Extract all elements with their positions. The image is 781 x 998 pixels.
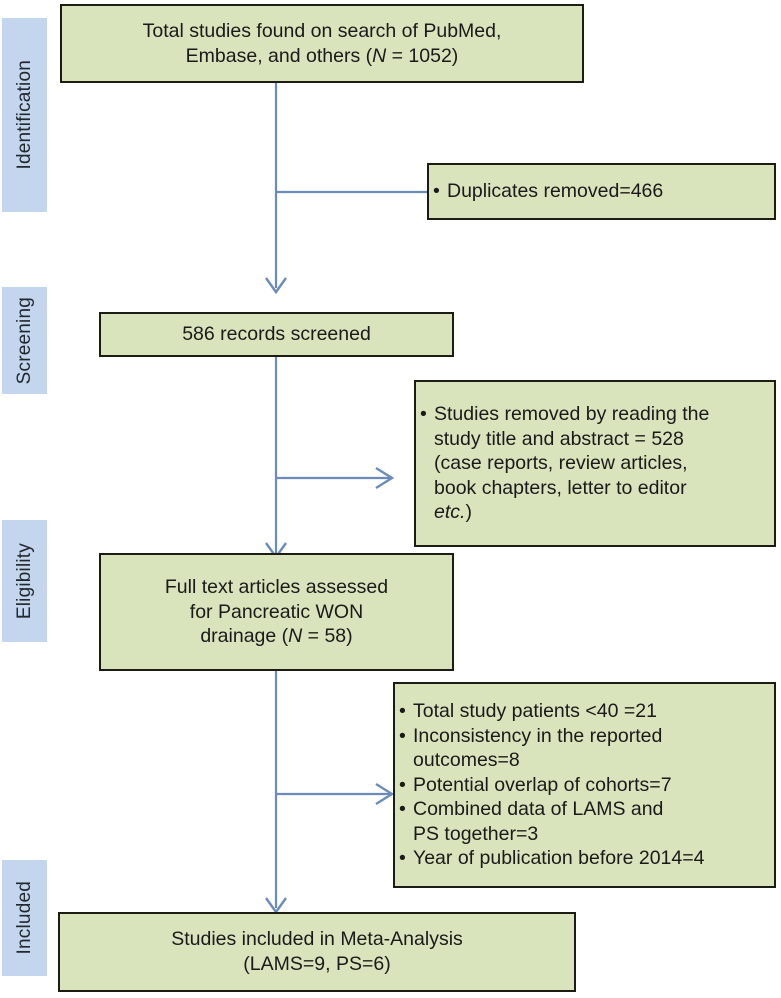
eligibility-exclusion-bullet-list: Total study patients <40 =21 Inconsisten… [395, 699, 774, 871]
list-item: Combined data of LAMS and PS together=3 [399, 797, 774, 846]
eligibility-exclusion-2-line-1: Inconsistency in the reported [413, 724, 663, 747]
arrowhead-down-screened [265, 277, 287, 295]
fulltext-line-3-pre: drainage ( [200, 625, 289, 648]
identified-line-2-pre: Embase, and others ( [185, 44, 373, 67]
fulltext-line-1: Full text articles assessed [164, 576, 389, 599]
included-line-2: (LAMS=9, PS=6) [243, 953, 391, 975]
arrowhead-right-screening-exclusions [375, 466, 395, 490]
screening-exclusion-bullet-list: Studies removed by reading the study tit… [416, 402, 774, 525]
stage-tab-eligibility: Eligibility [2, 520, 47, 642]
fulltext-line-3-italic: N [288, 625, 303, 648]
screening-exclusion-italic-tail: etc. [434, 501, 466, 524]
screening-exclusion-line-4: book chapters, letter to editor [434, 476, 687, 499]
stage-tab-screening: Screening [2, 287, 47, 394]
list-item: Duplicates removed=466 [433, 179, 774, 204]
eligibility-exclusion-4-line-1: Combined data of LAMS and [413, 798, 664, 821]
stage-label-included: Included [14, 881, 35, 955]
eligibility-exclusion-5-line-1: Year of publication before 2014=4 [413, 847, 705, 870]
screening-exclusion-line-3: (case reports, review articles, [434, 452, 688, 475]
node-full-text-assessed-text: Full text articles assessed for Pancreat… [101, 575, 452, 649]
node-studies-included: Studies included in Meta-Analysis (LAMS=… [58, 912, 576, 992]
eligibility-exclusion-2-line-2: outcomes=8 [413, 749, 520, 772]
node-studies-removed-title-abstract: Studies removed by reading the study tit… [414, 380, 776, 547]
identified-line-2-italic: N [372, 44, 387, 67]
list-item: Studies removed by reading the study tit… [420, 402, 774, 525]
screening-exclusion-line-1: Studies removed by reading the [434, 403, 710, 426]
node-duplicates-removed-text: Duplicates removed=466 [429, 179, 774, 204]
node-duplicates-removed: Duplicates removed=466 [427, 163, 776, 220]
eligibility-exclusion-4-line-2: PS together=3 [413, 822, 539, 845]
included-line-1: Studies included in Meta-Analysis [171, 928, 463, 951]
node-identified-records: Total studies found on search of PubMed,… [60, 4, 584, 83]
eligibility-exclusion-3-line-1: Potential overlap of cohorts=7 [413, 773, 672, 796]
stage-label-eligibility: Eligibility [14, 542, 35, 620]
screening-exclusion-line-2: study title and abstract = 528 [434, 427, 684, 450]
list-item: Total study patients <40 =21 [399, 699, 774, 724]
duplicates-bullet-list: Duplicates removed=466 [429, 179, 774, 204]
screening-exclusion-tail-after: ) [465, 501, 472, 524]
node-records-screened-text: 586 records screened [101, 322, 452, 347]
eligibility-exclusion-1-line-1: Total study patients <40 =21 [413, 700, 657, 723]
node-studies-removed-text: Studies removed by reading the study tit… [416, 402, 774, 525]
node-full-text-excluded: Total study patients <40 =21 Inconsisten… [393, 682, 776, 888]
node-full-text-excluded-text: Total study patients <40 =21 Inconsisten… [395, 699, 774, 871]
stage-tab-identification: Identification [2, 18, 47, 212]
duplicates-bullet-1: Duplicates removed=466 [447, 180, 664, 203]
node-records-screened: 586 records screened [99, 312, 454, 357]
stage-label-screening: Screening [14, 296, 35, 385]
list-item: Inconsistency in the reported outcomes=8 [399, 724, 774, 773]
fulltext-line-3-post: = 58) [302, 625, 353, 648]
identified-line-1: Total studies found on search of PubMed, [142, 19, 502, 42]
fulltext-line-2: for Pancreatic WON [189, 600, 364, 623]
screened-line-1: 586 records screened [182, 323, 371, 346]
arrowhead-right-eligibility-exclusions [375, 782, 395, 806]
list-item: Year of publication before 2014=4 [399, 846, 774, 871]
stage-tab-included: Included [2, 860, 47, 976]
arrowhead-down-included [265, 897, 287, 915]
node-full-text-assessed: Full text articles assessed for Pancreat… [99, 553, 454, 671]
node-identified-records-text: Total studies found on search of PubMed,… [62, 19, 582, 68]
node-studies-included-text: Studies included in Meta-Analysis (LAMS=… [60, 927, 574, 976]
list-item: Potential overlap of cohorts=7 [399, 773, 774, 798]
stage-label-identification: Identification [14, 60, 35, 170]
identified-line-2-post: = 1052) [386, 44, 459, 67]
